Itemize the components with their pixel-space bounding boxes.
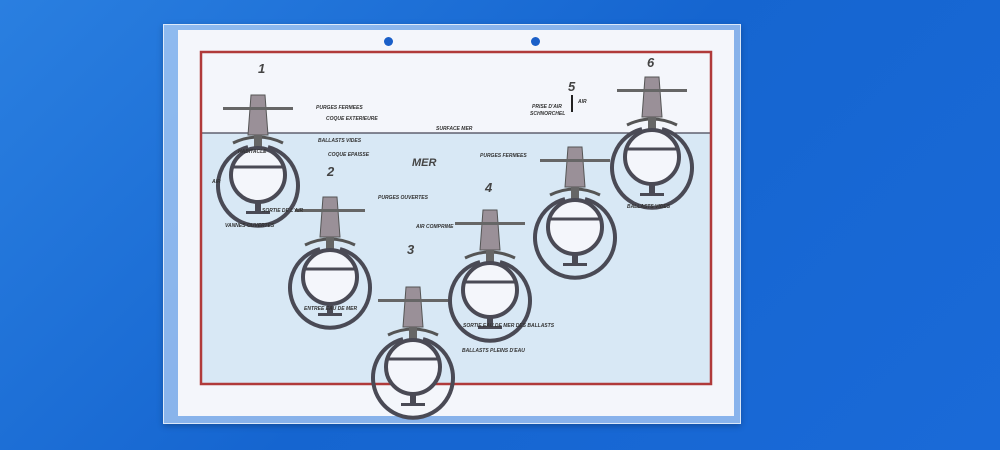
stage-number: 3 <box>407 242 415 257</box>
punch-hole <box>384 37 393 46</box>
label: SCHNORCHEL <box>530 111 565 117</box>
punch-hole <box>531 37 540 46</box>
label: AIR COMPRIME <box>415 224 454 230</box>
label: HABITACLE <box>238 149 267 155</box>
label: VANNES OUVERTES <box>225 223 275 229</box>
label: SORTIE DE L'AIR <box>262 208 303 214</box>
label: ENTREE EAU DE MER <box>304 306 357 312</box>
stage-number: 2 <box>326 164 335 179</box>
label: PURGES FERMEES <box>480 153 527 159</box>
label: BALLASTS PLEINS D'EAU <box>462 348 525 354</box>
label: BALLASTS VIDES <box>627 204 671 210</box>
label: PURGES FERMEES <box>316 105 363 111</box>
stage-number: 4 <box>484 180 493 195</box>
label: AIR <box>577 99 587 105</box>
red-border <box>199 50 713 386</box>
stage-number: 6 <box>647 55 655 70</box>
surface-label: SURFACE MER <box>436 126 473 132</box>
label: PURGES OUVERTES <box>378 195 429 201</box>
label: BALLASTS VIDES <box>318 138 362 144</box>
label: COQUE EXTERIEURE <box>326 116 378 122</box>
label: COQUE EPAISSE <box>328 152 370 158</box>
label: PRISE D'AIR <box>532 104 562 110</box>
label: SORTIE EAU DE MER DES BALLASTS <box>463 323 555 329</box>
sea-label: MER <box>412 157 437 169</box>
label: AIR <box>211 179 221 185</box>
stage-number: 1 <box>258 61 265 76</box>
stage-number: 5 <box>568 79 576 94</box>
